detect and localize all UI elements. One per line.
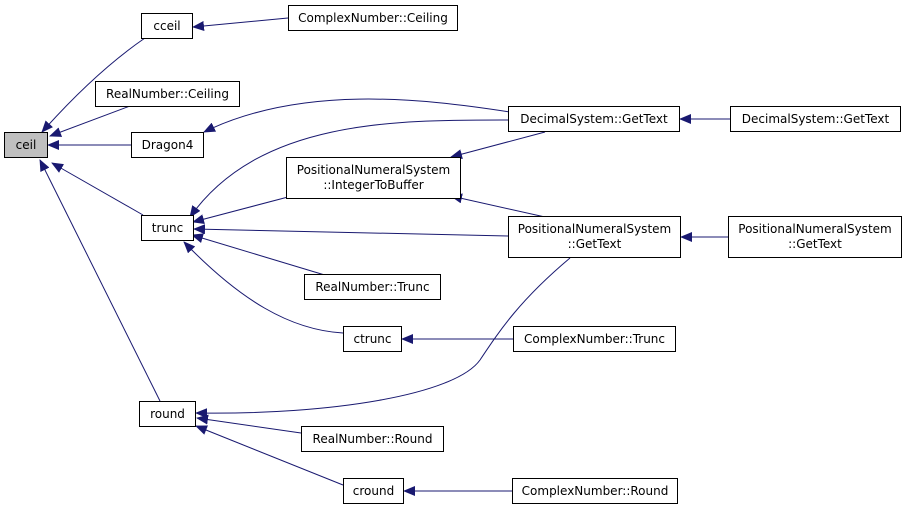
edge-positional-gettext-inttobuffer xyxy=(450,193,546,218)
edge-trunc-ceil xyxy=(51,162,144,216)
node-complex-ceiling-label: ComplexNumber::Ceiling xyxy=(298,10,448,25)
edge-inttobuffer-trunc xyxy=(192,196,289,225)
node-positional-gettext-b-line1: PositionalNumeralSystem xyxy=(738,222,892,236)
node-round-label: round xyxy=(150,406,185,421)
node-positional-gettext-a[interactable]: PositionalNumeralSystem ::GetText xyxy=(508,216,681,258)
node-round[interactable]: round xyxy=(139,401,196,427)
node-real-trunc[interactable]: RealNumber::Trunc xyxy=(304,274,441,300)
node-positional-gettext-a-line1: PositionalNumeralSystem xyxy=(517,222,672,236)
node-real-round-label: RealNumber::Round xyxy=(312,431,433,446)
node-dragon4-label: Dragon4 xyxy=(141,137,194,152)
edge-decimal-gettext-dragon4 xyxy=(203,98,511,133)
edge-complex-ceiling-cceil xyxy=(192,17,289,31)
node-complex-trunc[interactable]: ComplexNumber::Trunc xyxy=(513,326,676,352)
node-positional-int-to-buffer-line1: PositionalNumeralSystem xyxy=(296,163,451,177)
node-positional-gettext-b[interactable]: PositionalNumeralSystem ::GetText xyxy=(728,216,902,258)
node-cround-label: cround xyxy=(352,483,395,498)
node-decimal-gettext-b-label: DecimalSystem::GetText xyxy=(741,111,890,126)
node-positional-int-to-buffer[interactable]: PositionalNumeralSystem ::IntegerToBuffe… xyxy=(286,157,461,199)
node-trunc-label: trunc xyxy=(151,220,184,235)
node-positional-gettext-b-line2: ::GetText xyxy=(788,237,842,251)
node-real-trunc-label: RealNumber::Trunc xyxy=(315,279,430,294)
node-real-ceiling-label: RealNumber::Ceiling xyxy=(106,86,229,101)
node-complex-trunc-label: ComplexNumber::Trunc xyxy=(523,331,666,346)
node-positional-int-to-buffer-line2: ::IntegerToBuffer xyxy=(323,178,424,192)
edge-decimal-gettext-inttobuffer xyxy=(450,131,546,160)
node-cceil[interactable]: cceil xyxy=(141,13,193,39)
edge-decimal-gettext-trunc xyxy=(189,119,511,218)
node-complex-ceiling[interactable]: ComplexNumber::Ceiling xyxy=(288,5,458,31)
edge-cround-round xyxy=(195,425,344,486)
node-ctrunc-label: ctrunc xyxy=(353,331,392,346)
node-decimal-gettext-a-label: DecimalSystem::GetText xyxy=(520,111,668,126)
node-cround[interactable]: cround xyxy=(343,478,404,504)
node-decimal-gettext-b[interactable]: DecimalSystem::GetText xyxy=(730,106,901,132)
edge-real-round-round xyxy=(196,414,302,434)
node-dragon4[interactable]: Dragon4 xyxy=(131,132,204,158)
edge-positional-gettext-trunc xyxy=(193,224,509,237)
node-trunc[interactable]: trunc xyxy=(141,215,194,241)
edge-ctrunc-trunc xyxy=(183,241,344,334)
node-ceil-label: ceil xyxy=(15,137,37,152)
node-real-ceiling[interactable]: RealNumber::Ceiling xyxy=(95,81,240,107)
node-ctrunc[interactable]: ctrunc xyxy=(343,326,402,352)
edge-positional-gettext-round xyxy=(195,257,571,419)
node-complex-round[interactable]: ComplexNumber::Round xyxy=(512,478,678,504)
edge-real-ceiling-ceil xyxy=(49,105,131,137)
edge-round-ceil xyxy=(39,159,161,402)
node-real-round[interactable]: RealNumber::Round xyxy=(301,426,444,452)
node-positional-gettext-a-line2: ::GetText xyxy=(567,237,622,251)
node-ceil: ceil xyxy=(4,132,48,158)
edge-real-trunc-trunc xyxy=(191,233,329,277)
edge-cceil-ceil xyxy=(41,37,146,133)
node-complex-round-label: ComplexNumber::Round xyxy=(521,483,669,498)
node-decimal-gettext-a[interactable]: DecimalSystem::GetText xyxy=(508,106,680,132)
node-cceil-label: cceil xyxy=(153,18,181,33)
